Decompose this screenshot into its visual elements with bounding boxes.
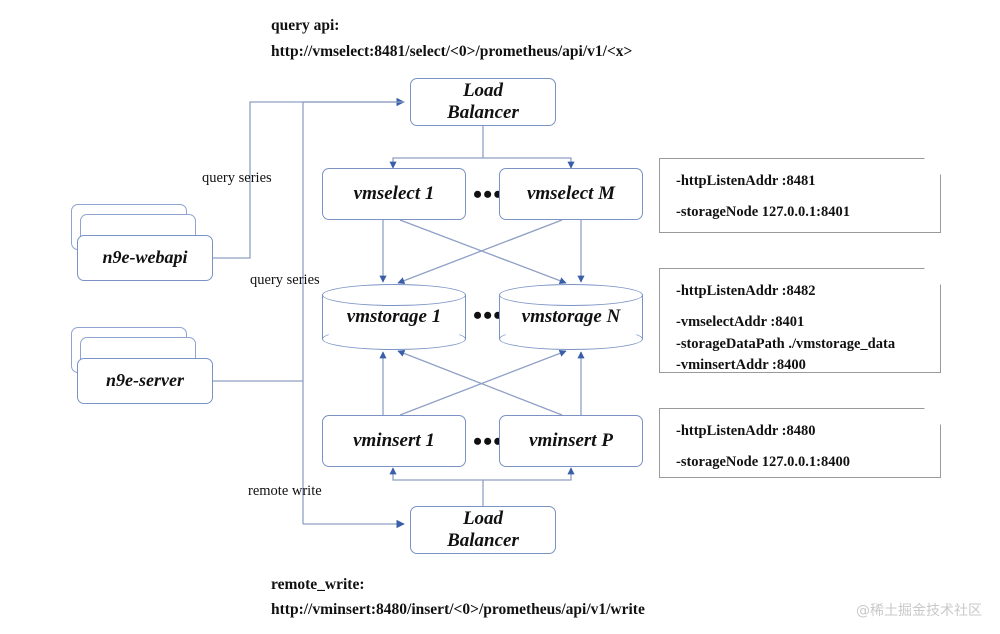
- note-vmselect-config: -httpListenAddr :8481 -storageNode 127.0…: [659, 158, 941, 233]
- note-vminsert-line1: -httpListenAddr :8480: [676, 423, 816, 439]
- remote-write-url: http://vminsert:8480/insert/<0>/promethe…: [271, 601, 645, 618]
- cylinder-top: [322, 284, 466, 306]
- edge-label-query-series-mid: query series: [250, 272, 320, 288]
- edge-vminsert1-to-vmstorageN: [399, 349, 567, 416]
- note-vminsert-config: -httpListenAddr :8480 -storageNode 127.0…: [659, 408, 941, 478]
- edge-vmselect1-to-vmstorageN: [399, 219, 567, 285]
- node-vmstorage-n[interactable]: vmstorage N: [499, 284, 643, 350]
- ellipsis-vminsert: •••: [473, 427, 504, 456]
- cylinder-bottom: [322, 328, 466, 350]
- edge-label-remote-write: remote write: [248, 483, 322, 499]
- note-vmstorage-line1: -httpListenAddr :8482: [676, 283, 816, 299]
- note-spacer: [676, 303, 926, 312]
- vmstorage-n-label: vmstorage N: [521, 306, 621, 327]
- ellipsis-vmselect: •••: [473, 180, 504, 209]
- node-vmselect-m[interactable]: vmselect M: [499, 168, 643, 220]
- note-spacer: [676, 193, 926, 202]
- note-spacer: [676, 443, 926, 452]
- edge-lb-to-vmselectM: [483, 157, 575, 169]
- edge-lb-bottom-to-vminsert1: [389, 467, 483, 481]
- edge-vmselectM-to-vmstorage1: [397, 219, 563, 285]
- edge-label-query-series-top: query series: [202, 170, 272, 186]
- note-vmstorage-line3: -storageDataPath ./vmstorage_data: [676, 335, 896, 352]
- node-vmselect-1[interactable]: vmselect 1: [322, 168, 466, 220]
- note-vmstorage-config: -httpListenAddr :8482 -vmselectAddr :840…: [659, 268, 941, 373]
- lb-bottom-line2: Balancer: [447, 530, 519, 551]
- node-load-balancer-write[interactable]: Load Balancer: [410, 506, 556, 554]
- vmstorage-1-label: vmstorage 1: [346, 306, 442, 327]
- node-vminsert-p[interactable]: vminsert P: [499, 415, 643, 467]
- lb-bottom-line1: Load: [462, 507, 504, 529]
- client-n9e-server[interactable]: n9e-server: [77, 358, 213, 404]
- node-vmstorage-1[interactable]: vmstorage 1: [322, 284, 466, 350]
- edge-vminsertP-to-vmstorage1: [397, 350, 563, 416]
- note-vmselect-line1: -httpListenAddr :8481: [676, 173, 816, 189]
- cylinder-bottom: [499, 328, 643, 350]
- note-vmselect-line2: -storageNode 127.0.0.1:8401: [676, 203, 850, 220]
- node-vminsert-1[interactable]: vminsert 1: [322, 415, 466, 467]
- query-api-label: query api:: [271, 17, 340, 34]
- note-vmstorage-line4: -vminsertAddr :8400: [676, 357, 806, 374]
- lb-top-line2: Balancer: [447, 102, 519, 123]
- lb-top-line1: Load: [462, 79, 504, 101]
- remote-write-label: remote_write:: [271, 576, 365, 593]
- ellipsis-vmstorage: •••: [473, 301, 504, 330]
- note-vmstorage-line2: -vmselectAddr :8401: [676, 313, 805, 330]
- note-vminsert-line2: -storageNode 127.0.0.1:8400: [676, 453, 850, 470]
- client-n9e-webapi[interactable]: n9e-webapi: [77, 235, 213, 281]
- edge-lb-bottom-to-vminsertP: [483, 467, 575, 481]
- node-load-balancer-query[interactable]: Load Balancer: [410, 78, 556, 126]
- query-api-url: http://vmselect:8481/select/<0>/promethe…: [271, 43, 633, 60]
- edge-lb-to-vmselect1: [389, 157, 483, 169]
- watermark: @稀土掘金技术社区: [856, 603, 982, 619]
- cylinder-top: [499, 284, 643, 306]
